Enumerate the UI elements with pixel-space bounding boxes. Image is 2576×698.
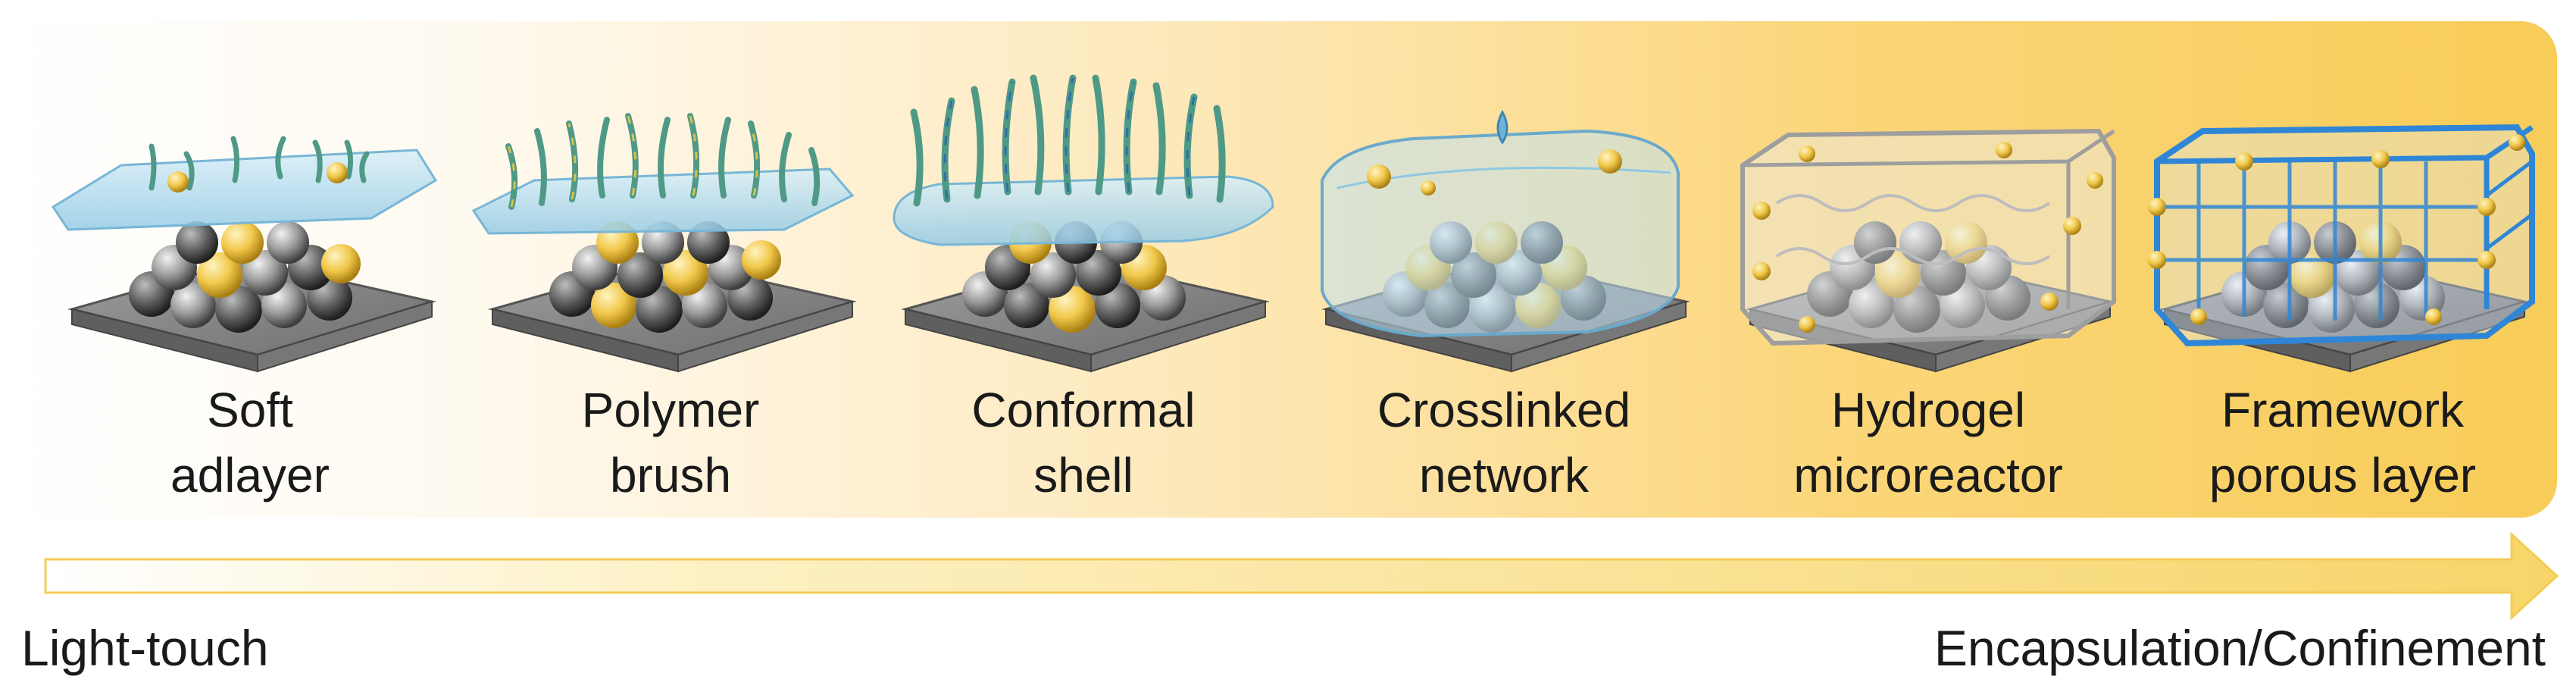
- gold-nanoparticles: [2148, 134, 2525, 325]
- gel-adlayer: [51, 136, 438, 231]
- conformal-shell-illustration: [893, 74, 1274, 373]
- stage-polymer-brush: Polymer brush: [458, 21, 883, 518]
- crosslinked-network-illustration: [1321, 109, 1690, 373]
- stage-label-line1: Conformal: [971, 383, 1196, 437]
- soft-adlayer-illustration: [51, 136, 438, 373]
- stage-label-line1: Hydrogel: [1830, 383, 2026, 437]
- arrow-body: [44, 531, 2559, 621]
- gel-network-envelope: [1321, 109, 1680, 338]
- stage-conformal-shell: Conformal shell: [871, 21, 1296, 518]
- stage-label-line2: network: [1418, 448, 1590, 502]
- stage-label-line2: microreactor: [1793, 448, 2063, 502]
- stage-label: Framework porous layer: [2131, 377, 2555, 508]
- axis-start-label: Light-touch: [21, 620, 269, 676]
- stage-label-line2: brush: [609, 448, 732, 502]
- hydrogel-microreactor-illustration: [1740, 128, 2116, 373]
- conformal-shell-layer: [893, 74, 1274, 246]
- gold-nanoparticles: [1752, 142, 2103, 333]
- stage-label-line1: Framework: [2221, 383, 2465, 437]
- stage-label: Hydrogel microreactor: [1716, 377, 2140, 508]
- stage-label-line1: Crosslinked: [1377, 383, 1631, 437]
- stage-label: Crosslinked network: [1292, 377, 1716, 508]
- particle-cluster: [1807, 221, 2030, 333]
- stage-crosslinked-network: Crosslinked network: [1292, 21, 1716, 518]
- progression-arrow: [44, 531, 2559, 621]
- axis-end-label: Encapsulation/Confinement: [1934, 620, 2546, 676]
- brush-layer: [471, 113, 855, 235]
- stage-framework-porous-layer: Framework porous layer: [2131, 21, 2555, 518]
- droplet-icon: [1496, 109, 1508, 145]
- stage-soft-adlayer: Soft adlayer: [38, 21, 462, 518]
- framework-porous-layer-illustration: [2148, 124, 2535, 373]
- stage-label: Polymer brush: [458, 377, 883, 508]
- gradient-background-panel: [0, 21, 2557, 518]
- stage-label-line1: Polymer: [581, 383, 760, 437]
- particle-cluster: [129, 221, 361, 333]
- stage-label: Conformal shell: [871, 377, 1296, 508]
- stage-label-line2: adlayer: [170, 448, 330, 502]
- particle-cluster: [549, 221, 781, 333]
- hydrogel-cage: [1740, 128, 2116, 346]
- stage-label-line1: Soft: [207, 383, 293, 437]
- stage-label: Soft adlayer: [38, 377, 462, 508]
- stage-label-line2: porous layer: [2209, 448, 2477, 502]
- polymer-brush-illustration: [471, 113, 857, 373]
- framework-cage: [2154, 124, 2535, 347]
- stage-label-line2: shell: [1033, 448, 1133, 502]
- stage-hydrogel-microreactor: Hydrogel microreactor: [1716, 21, 2140, 518]
